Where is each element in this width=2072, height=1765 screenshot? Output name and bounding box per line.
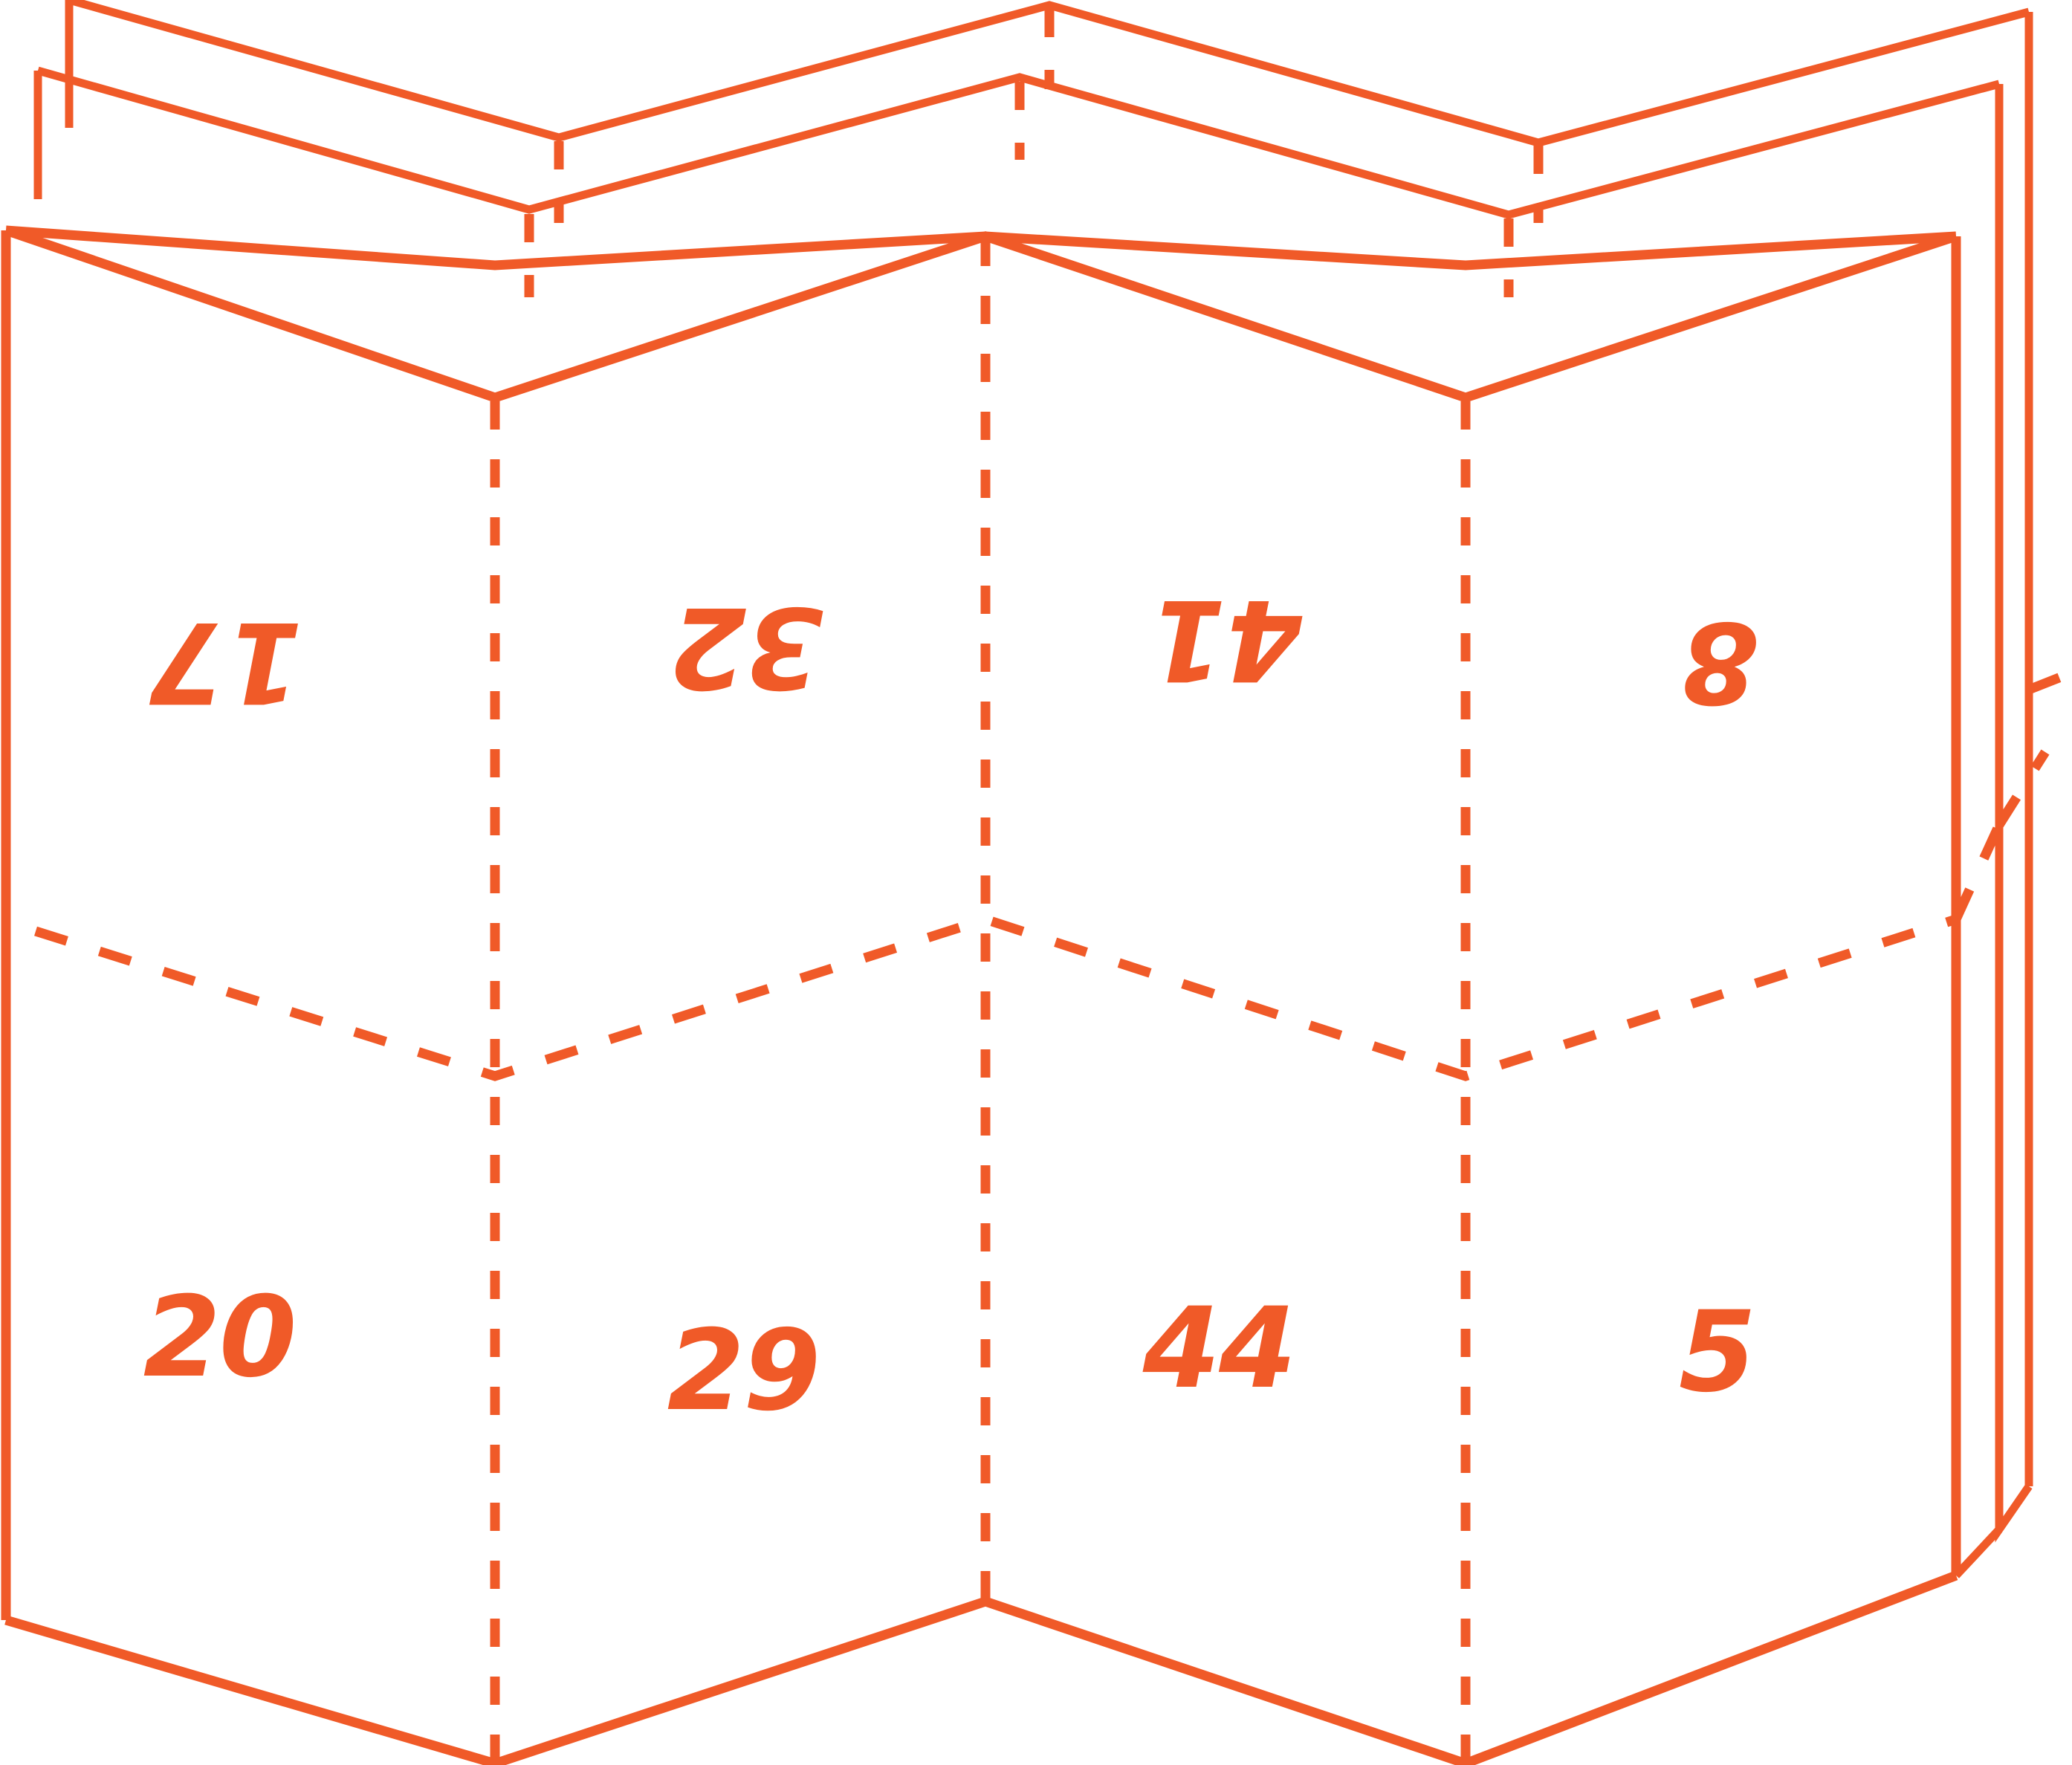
panel-number-5: 5 (1679, 1288, 1755, 1417)
right-stack-sheet-inner-link (1952, 1526, 2003, 1578)
horizontal-crease-group (34, 667, 2072, 1081)
panel-number-44: 44 (1142, 1284, 1295, 1413)
horizontal-crease-right-stub-3 (2027, 667, 2072, 695)
horizontal-crease-line (34, 914, 1958, 1081)
back-sheet-rear-zigzag (68, 0, 2030, 147)
front-sheet-top-zigzag (4, 225, 1958, 403)
front-sheet-bottom-edge (4, 1570, 1958, 1765)
horizontal-crease-right-stub-1 (1952, 823, 2004, 922)
panel-number-29: 29 (667, 1306, 820, 1436)
panel-number-32: 32 (671, 582, 823, 711)
panel-number-20: 20 (143, 1273, 296, 1402)
back-fold-stubs-group (524, 9, 1544, 297)
panel-number-17: 17 (149, 597, 302, 726)
panel-number-41: 41 (1150, 574, 1304, 704)
back-sheets-group (33, 0, 2030, 219)
front-sheet-outline (1, 225, 1961, 1765)
right-stack-group (1952, 12, 2033, 1578)
panel-number-8: 8 (1683, 597, 1758, 726)
vertical-fold-lines-group (490, 238, 1471, 1761)
horizontal-crease-right-stub-2 (1995, 749, 2050, 828)
panel-numbers-group: 17 32 41 8 20 29 44 5 (143, 574, 1759, 1436)
back-sheet-middle-zigzag (36, 66, 2001, 219)
